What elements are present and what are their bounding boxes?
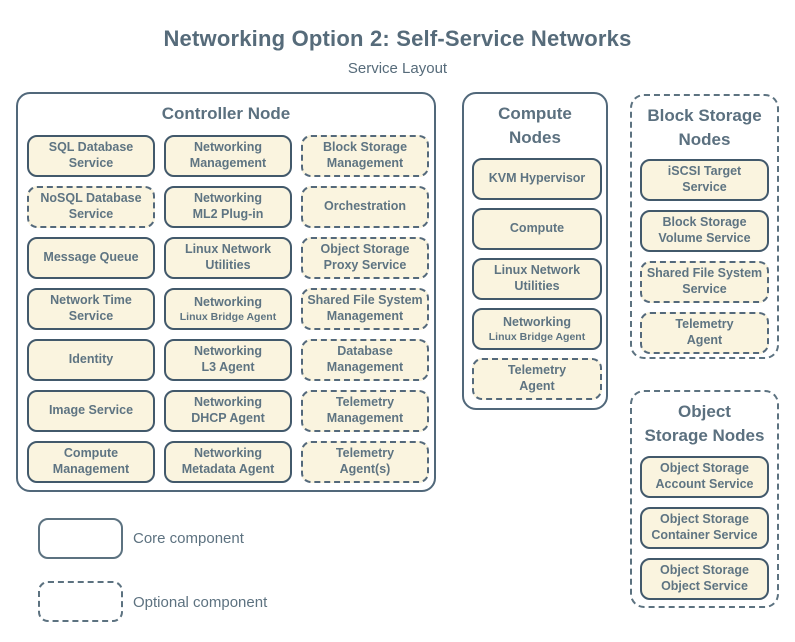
service-telemetry-agent: Telemetry Agent — [472, 358, 602, 400]
service-label: Identity — [68, 352, 114, 367]
service-label: Object Storage Object Service — [660, 563, 749, 593]
group-object-storage-nodes: Object Storage Nodes Object Storage Acco… — [630, 390, 779, 608]
service-networking-dhcp-agent: Networking DHCP Agent — [164, 390, 292, 432]
service-shared-file-system-management: Shared File System Management — [301, 288, 429, 330]
service-label: Shared File System Management — [307, 293, 423, 323]
service-label: NoSQL Database Service — [40, 191, 142, 221]
service-label: SQL Database Service — [48, 140, 134, 170]
service-object-storage-proxy: Object Storage Proxy Service — [301, 237, 429, 279]
service-telemetry-agent: Telemetry Agent — [640, 312, 769, 354]
service-shared-file-system: Shared File System Service — [640, 261, 769, 303]
service-label: Telemetry Management — [326, 395, 404, 425]
service-networking-management: Networking Management — [164, 135, 292, 177]
service-sql-database: SQL Database Service — [27, 135, 155, 177]
service-networking-ml2-plugin: Networking ML2 Plug-in — [164, 186, 292, 228]
legend-core-label: Core component — [133, 530, 244, 547]
service-linux-network-utilities: Linux Network Utilities — [164, 237, 292, 279]
service-label: Image Service — [48, 403, 134, 418]
service-label: Object Storage Proxy Service — [320, 242, 410, 272]
group-title-block-storage-nodes: Block Storage Nodes — [647, 106, 762, 149]
service-networking-metadata-agent: Networking Metadata Agent — [164, 441, 292, 483]
legend-optional-sample-box — [38, 581, 123, 622]
service-label: Telemetry Agent(s) — [335, 446, 395, 476]
service-linux-network-utilities: Linux Network Utilities — [472, 258, 602, 300]
service-database-management: Database Management — [301, 339, 429, 381]
service-compute-management: Compute Management — [27, 441, 155, 483]
service-label: Telemetry Agent — [675, 317, 734, 347]
service-label: Shared File System Service — [646, 266, 763, 296]
service-orchestration: Orchestration — [301, 186, 429, 228]
service-object-storage-container: Object Storage Container Service — [640, 507, 769, 549]
compute-service-stack: KVM Hypervisor Compute Linux Network Uti… — [472, 158, 602, 400]
service-label: Networking ML2 Plug-in — [192, 191, 264, 221]
service-label: Networking Metadata Agent — [181, 446, 275, 476]
service-identity: Identity — [27, 339, 155, 381]
service-label: Database Management — [326, 344, 404, 374]
object-storage-service-stack: Object Storage Account Service Object St… — [640, 456, 769, 600]
legend-core-sample-box — [38, 518, 123, 559]
service-label: Network Time Service — [50, 293, 132, 323]
service-telemetry-agents: Telemetry Agent(s) — [301, 441, 429, 483]
service-label: Orchestration — [324, 199, 406, 214]
group-title-compute-nodes: Compute Nodes — [498, 104, 572, 147]
service-label: iSCSI Target Service — [667, 164, 742, 194]
page-subtitle: Service Layout — [347, 60, 448, 77]
service-label: Networking Management — [189, 140, 267, 170]
service-label: Compute — [509, 221, 565, 236]
service-label: Object Storage Container Service — [651, 512, 758, 542]
group-controller-node: Controller Node SQL Database Service Net… — [16, 92, 436, 492]
service-sublabel: Linux Bridge Agent — [488, 330, 586, 343]
service-label: Object Storage Account Service — [655, 461, 754, 491]
service-label: Telemetry Agent — [507, 363, 567, 393]
service-network-time: Network Time Service — [27, 288, 155, 330]
service-label: Compute Management — [52, 446, 130, 476]
service-label: Block Storage Volume Service — [658, 215, 751, 245]
service-label: Networking — [193, 294, 263, 309]
service-label: Networking — [502, 314, 572, 329]
controller-service-grid: SQL Database Service Networking Manageme… — [27, 135, 429, 483]
group-compute-nodes: Compute Nodes KVM Hypervisor Compute Lin… — [462, 92, 608, 410]
service-label: Message Queue — [43, 250, 139, 265]
service-object-storage-account: Object Storage Account Service — [640, 456, 769, 498]
service-image-service: Image Service — [27, 390, 155, 432]
service-label: Block Storage Management — [322, 140, 408, 170]
group-title-object-storage-nodes: Object Storage Nodes — [644, 402, 765, 445]
service-kvm-hypervisor: KVM Hypervisor — [472, 158, 602, 200]
service-message-queue: Message Queue — [27, 237, 155, 279]
service-nosql-database: NoSQL Database Service — [27, 186, 155, 228]
service-label: Linux Network Utilities — [493, 263, 581, 293]
service-object-storage-object: Object Storage Object Service — [640, 558, 769, 600]
service-iscsi-target: iSCSI Target Service — [640, 159, 769, 201]
page-title: Networking Option 2: Self-Service Networ… — [163, 26, 632, 51]
service-compute: Compute — [472, 208, 602, 250]
service-label: KVM Hypervisor — [488, 171, 586, 186]
service-label: Networking L3 Agent — [193, 344, 263, 374]
service-label: Linux Network Utilities — [184, 242, 272, 272]
service-telemetry-management: Telemetry Management — [301, 390, 429, 432]
service-sublabel: Linux Bridge Agent — [179, 310, 277, 323]
group-block-storage-nodes: Block Storage Nodes iSCSI Target Service… — [630, 94, 779, 359]
service-block-storage-management: Block Storage Management — [301, 135, 429, 177]
service-label: Networking DHCP Agent — [191, 395, 265, 425]
service-block-storage-volume: Block Storage Volume Service — [640, 210, 769, 252]
legend-optional-label: Optional component — [133, 594, 268, 611]
block-storage-service-stack: iSCSI Target Service Block Storage Volum… — [640, 159, 769, 354]
service-networking-l3-agent: Networking L3 Agent — [164, 339, 292, 381]
group-title-controller-node: Controller Node — [161, 104, 291, 123]
